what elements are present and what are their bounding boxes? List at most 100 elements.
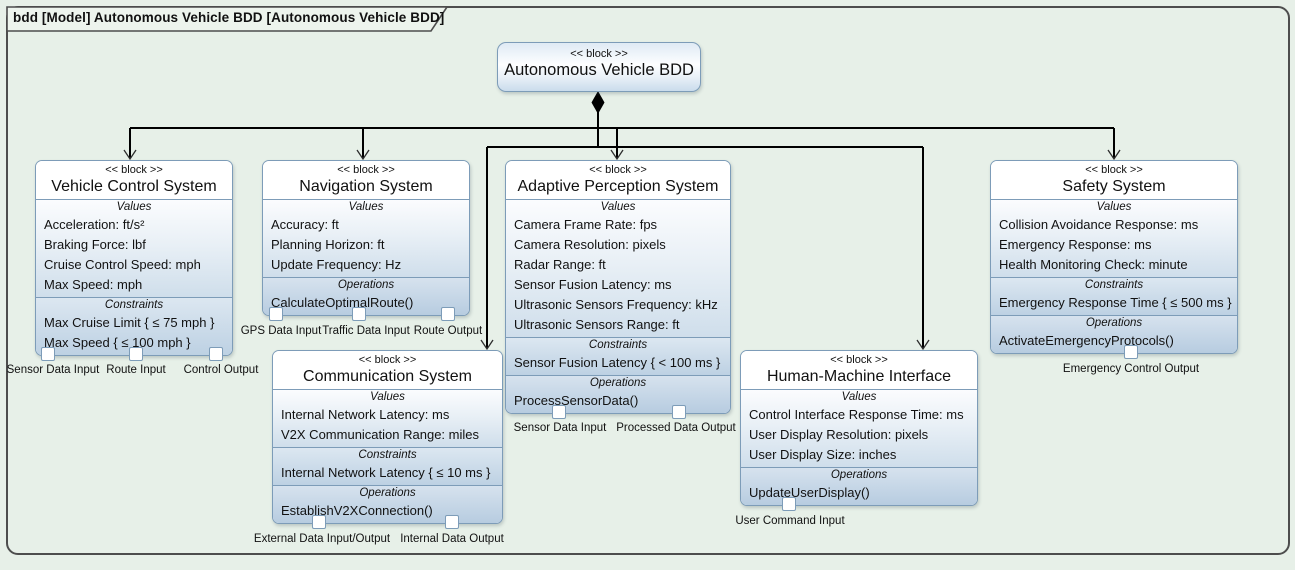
block-name: Vehicle Control System xyxy=(51,178,217,195)
port-processed-data-output[interactable] xyxy=(672,405,686,419)
values-compartment: Values Internal Network Latency: ms V2X … xyxy=(273,389,502,447)
constraint-row: Max Speed { ≤ 100 mph } xyxy=(44,335,191,350)
block-communication-system[interactable]: << block >> Communication System Values … xyxy=(272,350,503,524)
compartment-label: Values xyxy=(1096,201,1132,213)
block-header: << block >> Adaptive Perception System xyxy=(506,161,730,199)
values-compartment: Values Control Interface Response Time: … xyxy=(741,389,977,467)
compartment-label: Operations xyxy=(830,469,888,481)
port-traffic-data-input[interactable] xyxy=(352,307,366,321)
block-autonomous-vehicle-bdd[interactable]: << block >> Autonomous Vehicle BDD xyxy=(497,42,701,92)
constraints-compartment: Constraints Sensor Fusion Latency { < 10… xyxy=(506,337,730,375)
port-sensor-data-input-aps[interactable] xyxy=(552,405,566,419)
block-human-machine-interface[interactable]: << block >> Human-Machine Interface Valu… xyxy=(740,350,978,506)
port-route-output[interactable] xyxy=(441,307,455,321)
value-row: Camera Resolution: pixels xyxy=(514,237,666,252)
frame-title-tab-shape xyxy=(6,6,449,32)
compartment-label: Constraints xyxy=(1084,279,1144,291)
block-adaptive-perception-system[interactable]: << block >> Adaptive Perception System V… xyxy=(505,160,731,414)
port-label-internal-data-output: Internal Data Output xyxy=(400,533,504,545)
block-stereotype: << block >> xyxy=(589,164,647,176)
compartment-label: Operations xyxy=(589,377,647,389)
block-stereotype: << block >> xyxy=(830,354,888,366)
value-row: User Display Size: inches xyxy=(749,447,897,462)
value-row: Cruise Control Speed: mph xyxy=(44,257,201,272)
constraints-compartment: Constraints Max Cruise Limit { ≤ 75 mph … xyxy=(36,297,232,355)
port-label-external-data-input-output: External Data Input/Output xyxy=(253,533,391,545)
block-header: << block >> Navigation System xyxy=(263,161,469,199)
compartment-label: Values xyxy=(116,201,152,213)
port-sensor-data-input[interactable] xyxy=(41,347,55,361)
frame-title: bdd [Model] Autonomous Vehicle BDD [Auto… xyxy=(13,10,445,25)
operations-compartment: Operations ProcessSensorData() xyxy=(506,375,730,413)
port-label-route-output: Route Output xyxy=(413,325,483,337)
compartment-label: Values xyxy=(841,391,877,403)
constraint-row: Internal Network Latency { ≤ 10 ms } xyxy=(281,465,491,480)
port-label-sensor-data-input-aps: Sensor Data Input xyxy=(513,422,607,434)
block-safety-system[interactable]: << block >> Safety System Values Collisi… xyxy=(990,160,1238,354)
port-label-traffic-data-input: Traffic Data Input xyxy=(322,325,410,337)
frame-title-tab xyxy=(6,6,449,32)
block-name: Autonomous Vehicle BDD xyxy=(504,61,694,79)
block-stereotype: << block >> xyxy=(105,164,163,176)
diagram-frame xyxy=(6,6,1290,555)
compartment-label: Values xyxy=(370,391,405,403)
value-row: Ultrasonic Sensors Range: ft xyxy=(514,317,680,332)
port-label-route-input: Route Input xyxy=(106,364,166,376)
block-navigation-system[interactable]: << block >> Navigation System Values Acc… xyxy=(262,160,470,316)
value-row: V2X Communication Range: miles xyxy=(281,427,479,442)
operations-compartment: Operations CalculateOptimalRoute() xyxy=(263,277,469,315)
values-compartment: Values Camera Frame Rate: fps Camera Res… xyxy=(506,199,730,337)
port-label-emergency-control-output: Emergency Control Output xyxy=(1062,363,1200,375)
block-header: << block >> Safety System xyxy=(991,161,1237,199)
port-label-user-command-input: User Command Input xyxy=(735,515,845,527)
block-name: Communication System xyxy=(303,368,472,385)
operation-row: ActivateEmergencyProtocols() xyxy=(999,333,1174,348)
constraint-row: Sensor Fusion Latency { < 100 ms } xyxy=(514,355,721,370)
port-gps-data-input[interactable] xyxy=(269,307,283,321)
compartment-label: Constraints xyxy=(104,299,164,311)
operations-compartment: Operations EstablishV2XConnection() xyxy=(273,485,502,523)
compartment-label: Operations xyxy=(1085,317,1143,329)
compartment-label: Operations xyxy=(337,279,395,291)
constraint-row: Max Cruise Limit { ≤ 75 mph } xyxy=(44,315,215,330)
value-row: Collision Avoidance Response: ms xyxy=(999,217,1199,232)
port-route-input[interactable] xyxy=(129,347,143,361)
value-row: Braking Force: lbf xyxy=(44,237,146,252)
port-label-processed-data-output: Processed Data Output xyxy=(616,422,736,434)
block-name: Human-Machine Interface xyxy=(766,368,952,385)
operation-row: ProcessSensorData() xyxy=(514,393,639,408)
block-stereotype: << block >> xyxy=(337,164,395,176)
value-row: Health Monitoring Check: minute xyxy=(999,257,1188,272)
value-row: Ultrasonic Sensors Frequency: kHz xyxy=(514,297,718,312)
port-internal-data-output[interactable] xyxy=(445,515,459,529)
block-header: << block >> Vehicle Control System xyxy=(36,161,232,199)
block-stereotype: << block >> xyxy=(1085,164,1143,176)
operations-compartment: Operations ActivateEmergencyProtocols() xyxy=(991,315,1237,353)
port-label-sensor-data-input: Sensor Data Input xyxy=(6,364,100,376)
compartment-label: Operations xyxy=(359,487,416,499)
value-row: User Display Resolution: pixels xyxy=(749,427,929,442)
port-external-data-input-output[interactable] xyxy=(312,515,326,529)
constraints-compartment: Constraints Emergency Response Time { ≤ … xyxy=(991,277,1237,315)
port-label-gps-data-input: GPS Data Input xyxy=(240,325,322,337)
value-row: Emergency Response: ms xyxy=(999,237,1152,252)
block-vehicle-control-system[interactable]: << block >> Vehicle Control System Value… xyxy=(35,160,233,356)
block-name: Safety System xyxy=(1062,178,1166,195)
constraints-compartment: Constraints Internal Network Latency { ≤… xyxy=(273,447,502,485)
compartment-label: Values xyxy=(348,201,384,213)
block-stereotype: << block >> xyxy=(358,354,417,366)
operation-row: CalculateOptimalRoute() xyxy=(271,295,414,310)
value-row: Control Interface Response Time: ms xyxy=(749,407,964,422)
operations-compartment: Operations UpdateUserDisplay() xyxy=(741,467,977,505)
value-row: Sensor Fusion Latency: ms xyxy=(514,277,672,292)
value-row: Internal Network Latency: ms xyxy=(281,407,450,422)
values-compartment: Values Acceleration: ft/s² Braking Force… xyxy=(36,199,232,297)
port-emergency-control-output[interactable] xyxy=(1124,345,1138,359)
port-control-output[interactable] xyxy=(209,347,223,361)
compartment-label: Constraints xyxy=(358,449,417,461)
port-label-control-output: Control Output xyxy=(183,364,259,376)
port-user-command-input[interactable] xyxy=(782,497,796,511)
values-compartment: Values Accuracy: ft Planning Horizon: ft… xyxy=(263,199,469,277)
block-stereotype: << block >> xyxy=(570,48,628,60)
